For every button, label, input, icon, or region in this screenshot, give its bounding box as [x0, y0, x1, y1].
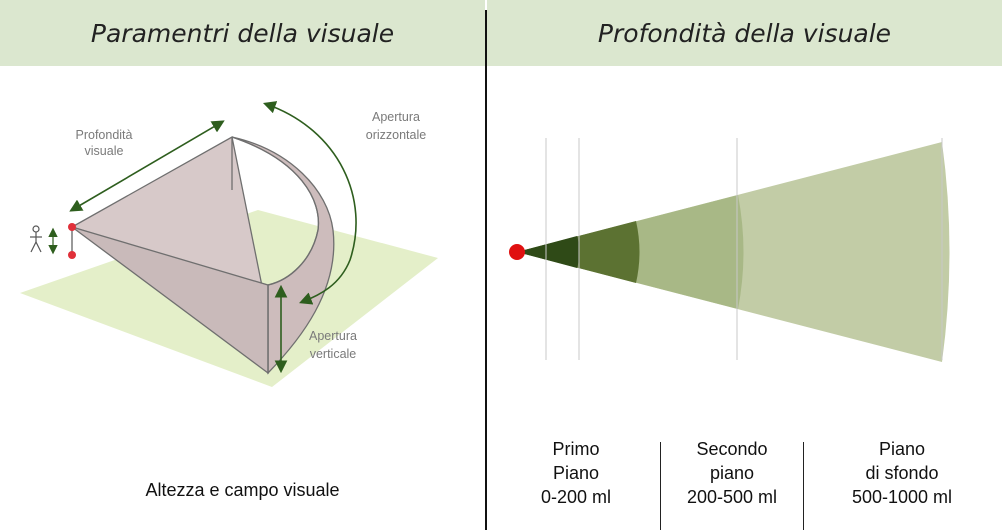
label-horizontal-line2: orizzontale	[366, 128, 426, 142]
header-right: Profondità della visuale	[487, 0, 1002, 66]
header-right-title: Profondità della visuale	[597, 18, 892, 48]
person-icon	[30, 225, 42, 253]
label-depth-line1: Profondità	[76, 128, 133, 142]
plane-background-line1: Piano	[878, 439, 926, 459]
plane-divider-2	[803, 442, 804, 530]
plane-first-line2: Piano	[552, 463, 600, 483]
plane-divider-1	[660, 442, 661, 530]
plane-second: Secondo piano 200-500 ml	[667, 437, 797, 509]
label-vertical-line1: Apertura	[309, 329, 357, 343]
header-left-title: Paramentri della visuale	[90, 18, 395, 48]
view-depth-diagram	[509, 138, 950, 362]
view-parameters-diagram: Profondità visuale Apertura orizzontale …	[20, 101, 438, 387]
wedge-near	[517, 236, 580, 268]
plane-background-line2: di sfondo	[865, 463, 939, 483]
eye-point-bottom	[68, 251, 76, 259]
observer-eye	[509, 244, 525, 260]
column-divider	[485, 10, 487, 530]
depth-arrow	[69, 120, 225, 212]
plane-background: Piano di sfondo 500-1000 ml	[827, 437, 977, 509]
eye-point-top	[68, 223, 76, 231]
plane-second-line2: piano	[709, 463, 755, 483]
label-vertical-line2: verticale	[310, 347, 357, 361]
header-left: Paramentri della visuale	[0, 0, 485, 66]
plane-labels: Primo Piano 0-200 ml Secondo piano 200-5…	[487, 437, 1002, 530]
label-depth-line2: visuale	[85, 144, 124, 158]
plane-first-line3: 0-200 ml	[540, 487, 612, 507]
horizontal-aperture-arrow	[262, 101, 357, 305]
plane-first: Primo Piano 0-200 ml	[527, 437, 625, 509]
left-caption: Altezza e campo visuale	[145, 480, 340, 500]
label-horizontal-line1: Apertura	[372, 110, 420, 124]
plane-background-line3: 500-1000 ml	[851, 487, 953, 507]
plane-second-line1: Secondo	[696, 439, 768, 459]
plane-second-line3: 200-500 ml	[686, 487, 778, 507]
plane-first-line1: Primo	[552, 439, 600, 459]
